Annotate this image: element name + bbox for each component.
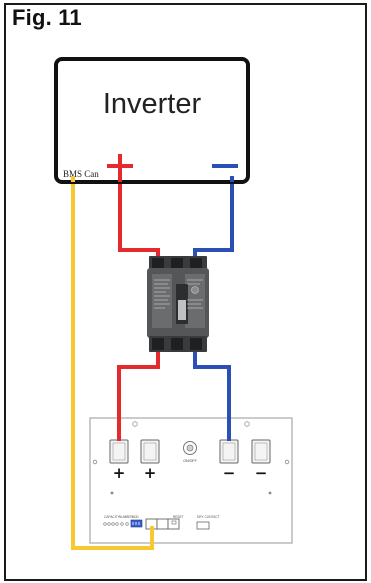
panel-label: CAPACITY xyxy=(104,515,121,519)
terminal-sign: + xyxy=(113,464,126,482)
negative-cable-lower xyxy=(193,352,231,441)
battery-front-panel xyxy=(89,417,293,544)
bms-communication-cable xyxy=(71,178,154,550)
figure-label: Fig. 11 xyxy=(12,5,82,30)
breaker-toggle xyxy=(178,300,186,320)
positive-cable-lower xyxy=(117,352,160,441)
panel-label: DRY CONTACT xyxy=(197,515,220,519)
negative-cable-upper xyxy=(193,175,234,262)
mounting-hole xyxy=(268,491,272,495)
inverter-box: Inverter BMS Can xyxy=(54,57,250,184)
mounting-hole xyxy=(92,459,98,465)
mounting-hole xyxy=(284,459,290,465)
mounting-screw xyxy=(244,421,250,427)
battery-module: + + − − ON/OFF CAPACITY NUMBER ADD RESET… xyxy=(89,417,293,544)
negative-terminal-1 xyxy=(219,439,239,464)
panel-label: NUMBER xyxy=(119,515,134,519)
inverter-title: Inverter xyxy=(102,88,202,120)
bms-can-label: BMS Can xyxy=(63,169,99,179)
breaker-label-lines xyxy=(154,279,203,309)
figure-frame xyxy=(4,3,367,581)
mounting-hole xyxy=(110,491,114,495)
terminal-sign: − xyxy=(223,464,236,482)
dip-switch-levers xyxy=(132,522,140,525)
terminal-sign: + xyxy=(144,464,157,482)
circuit-breaker xyxy=(147,256,209,352)
negative-terminal-2 xyxy=(251,439,271,464)
panel-label: ADD xyxy=(132,515,139,519)
mounting-screw xyxy=(132,421,138,427)
dry-contact-port xyxy=(196,521,210,530)
switch-label: ON/OFF xyxy=(183,459,197,463)
status-leds xyxy=(103,522,129,526)
power-switch xyxy=(183,441,197,455)
positive-terminal-1 xyxy=(109,439,129,464)
panel-label: RESET xyxy=(173,515,184,519)
reset-button xyxy=(171,520,177,525)
positive-terminal-2 xyxy=(140,439,160,464)
positive-cable-upper xyxy=(118,175,160,262)
terminal-sign: − xyxy=(255,464,268,482)
dip-switch xyxy=(130,519,143,528)
